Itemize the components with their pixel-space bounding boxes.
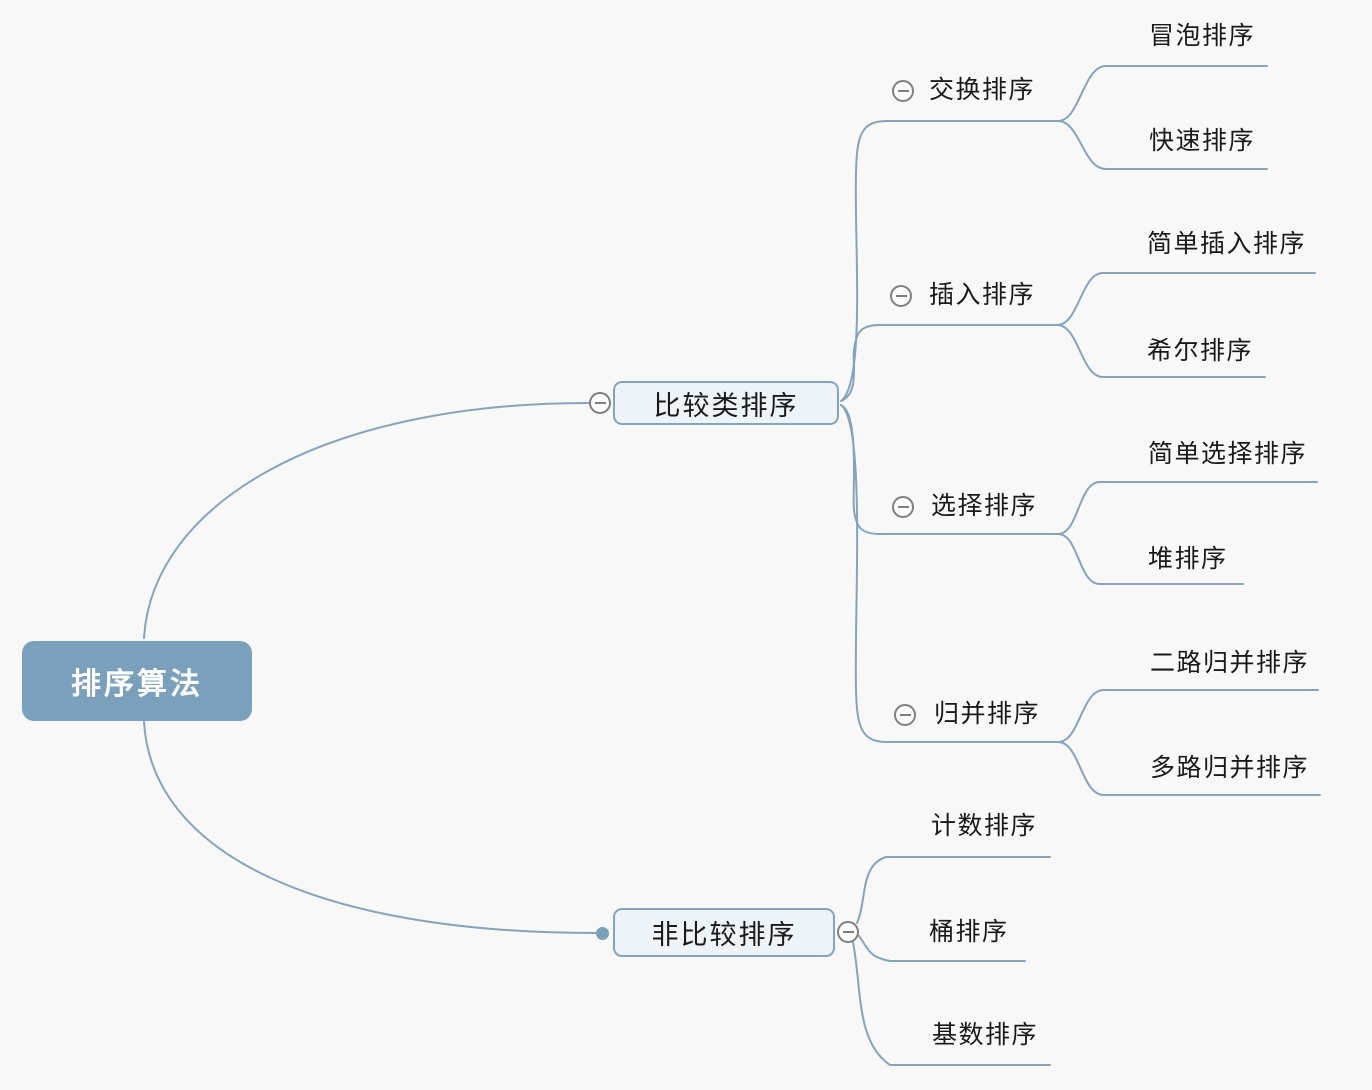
- edge-to-bucket-sort: [858, 935, 1026, 962]
- leaf-bubble-sort[interactable]: 冒泡排序: [1149, 22, 1256, 50]
- edge-to-selection-sort: [840, 404, 1059, 535]
- collapse-button-exchange-sort minus-circle-icon[interactable]: [892, 80, 914, 102]
- edge-to-multi-way-merge-sort: [1057, 741, 1321, 796]
- connection-dot: [596, 927, 609, 940]
- topic-exchange-sort[interactable]: 交换排序: [929, 76, 1036, 104]
- collapse-button-insertion-sort minus-circle-icon[interactable]: [890, 285, 912, 307]
- edge-to-simple-selection-sort: [1057, 481, 1318, 535]
- leaf-radix-sort[interactable]: 基数排序: [932, 1021, 1039, 1049]
- edge-to-bubble-sort: [1057, 65, 1268, 122]
- collapse-button-non-comparison-sort minus-circle-icon[interactable]: [837, 921, 859, 943]
- leaf-simple-insertion-sort[interactable]: 简单插入排序: [1147, 230, 1307, 258]
- root-node-sorting-algorithms[interactable]: 排序算法: [22, 641, 252, 721]
- edge-root-to-comparison: [143, 402, 590, 639]
- edge-to-simple-insertion-sort: [1056, 272, 1316, 326]
- leaf-counting-sort[interactable]: 计数排序: [931, 812, 1038, 840]
- leaf-heap-sort[interactable]: 堆排序: [1148, 545, 1228, 573]
- branch-node-comparison-sort[interactable]: 比较类排序: [613, 381, 839, 425]
- leaf-bucket-sort[interactable]: 桶排序: [929, 918, 1009, 946]
- edge-to-insertion-sort: [840, 324, 1058, 402]
- edge-to-two-way-merge-sort: [1057, 689, 1319, 743]
- leaf-simple-selection-sort[interactable]: 简单选择排序: [1148, 440, 1308, 468]
- topic-insertion-sort[interactable]: 插入排序: [929, 281, 1036, 309]
- topic-merge-sort[interactable]: 归并排序: [934, 700, 1041, 728]
- edge-to-exchange-sort: [840, 120, 1059, 402]
- root-node-label: 排序算法: [71, 668, 203, 701]
- edge-to-counting-sort: [856, 856, 1051, 924]
- collapse-button-merge-sort minus-circle-icon[interactable]: [894, 704, 916, 726]
- edge-to-heap-sort: [1057, 533, 1244, 585]
- edge-to-merge-sort: [840, 404, 1059, 743]
- edge-to-quick-sort: [1057, 120, 1268, 170]
- edge-to-shell-sort: [1056, 324, 1266, 378]
- branch-node-non-comparison-sort[interactable]: 非比较排序: [613, 908, 835, 957]
- edge-root-to-noncomparison: [143, 721, 597, 934]
- leaf-multi-way-merge-sort[interactable]: 多路归并排序: [1150, 754, 1310, 782]
- branch-node-comparison-label: 比较类排序: [653, 390, 799, 421]
- collapse-button-selection-sort minus-circle-icon[interactable]: [892, 496, 914, 518]
- leaf-quick-sort[interactable]: 快速排序: [1149, 127, 1256, 155]
- branch-node-non-comparison-label: 非比较排序: [651, 920, 797, 950]
- topic-selection-sort[interactable]: 选择排序: [931, 492, 1038, 520]
- leaf-shell-sort[interactable]: 希尔排序: [1147, 337, 1254, 365]
- leaf-two-way-merge-sort[interactable]: 二路归并排序: [1150, 649, 1310, 677]
- edge-to-radix-sort: [852, 941, 1051, 1066]
- collapse-button-comparison-sort minus-circle-icon[interactable]: [589, 392, 611, 414]
